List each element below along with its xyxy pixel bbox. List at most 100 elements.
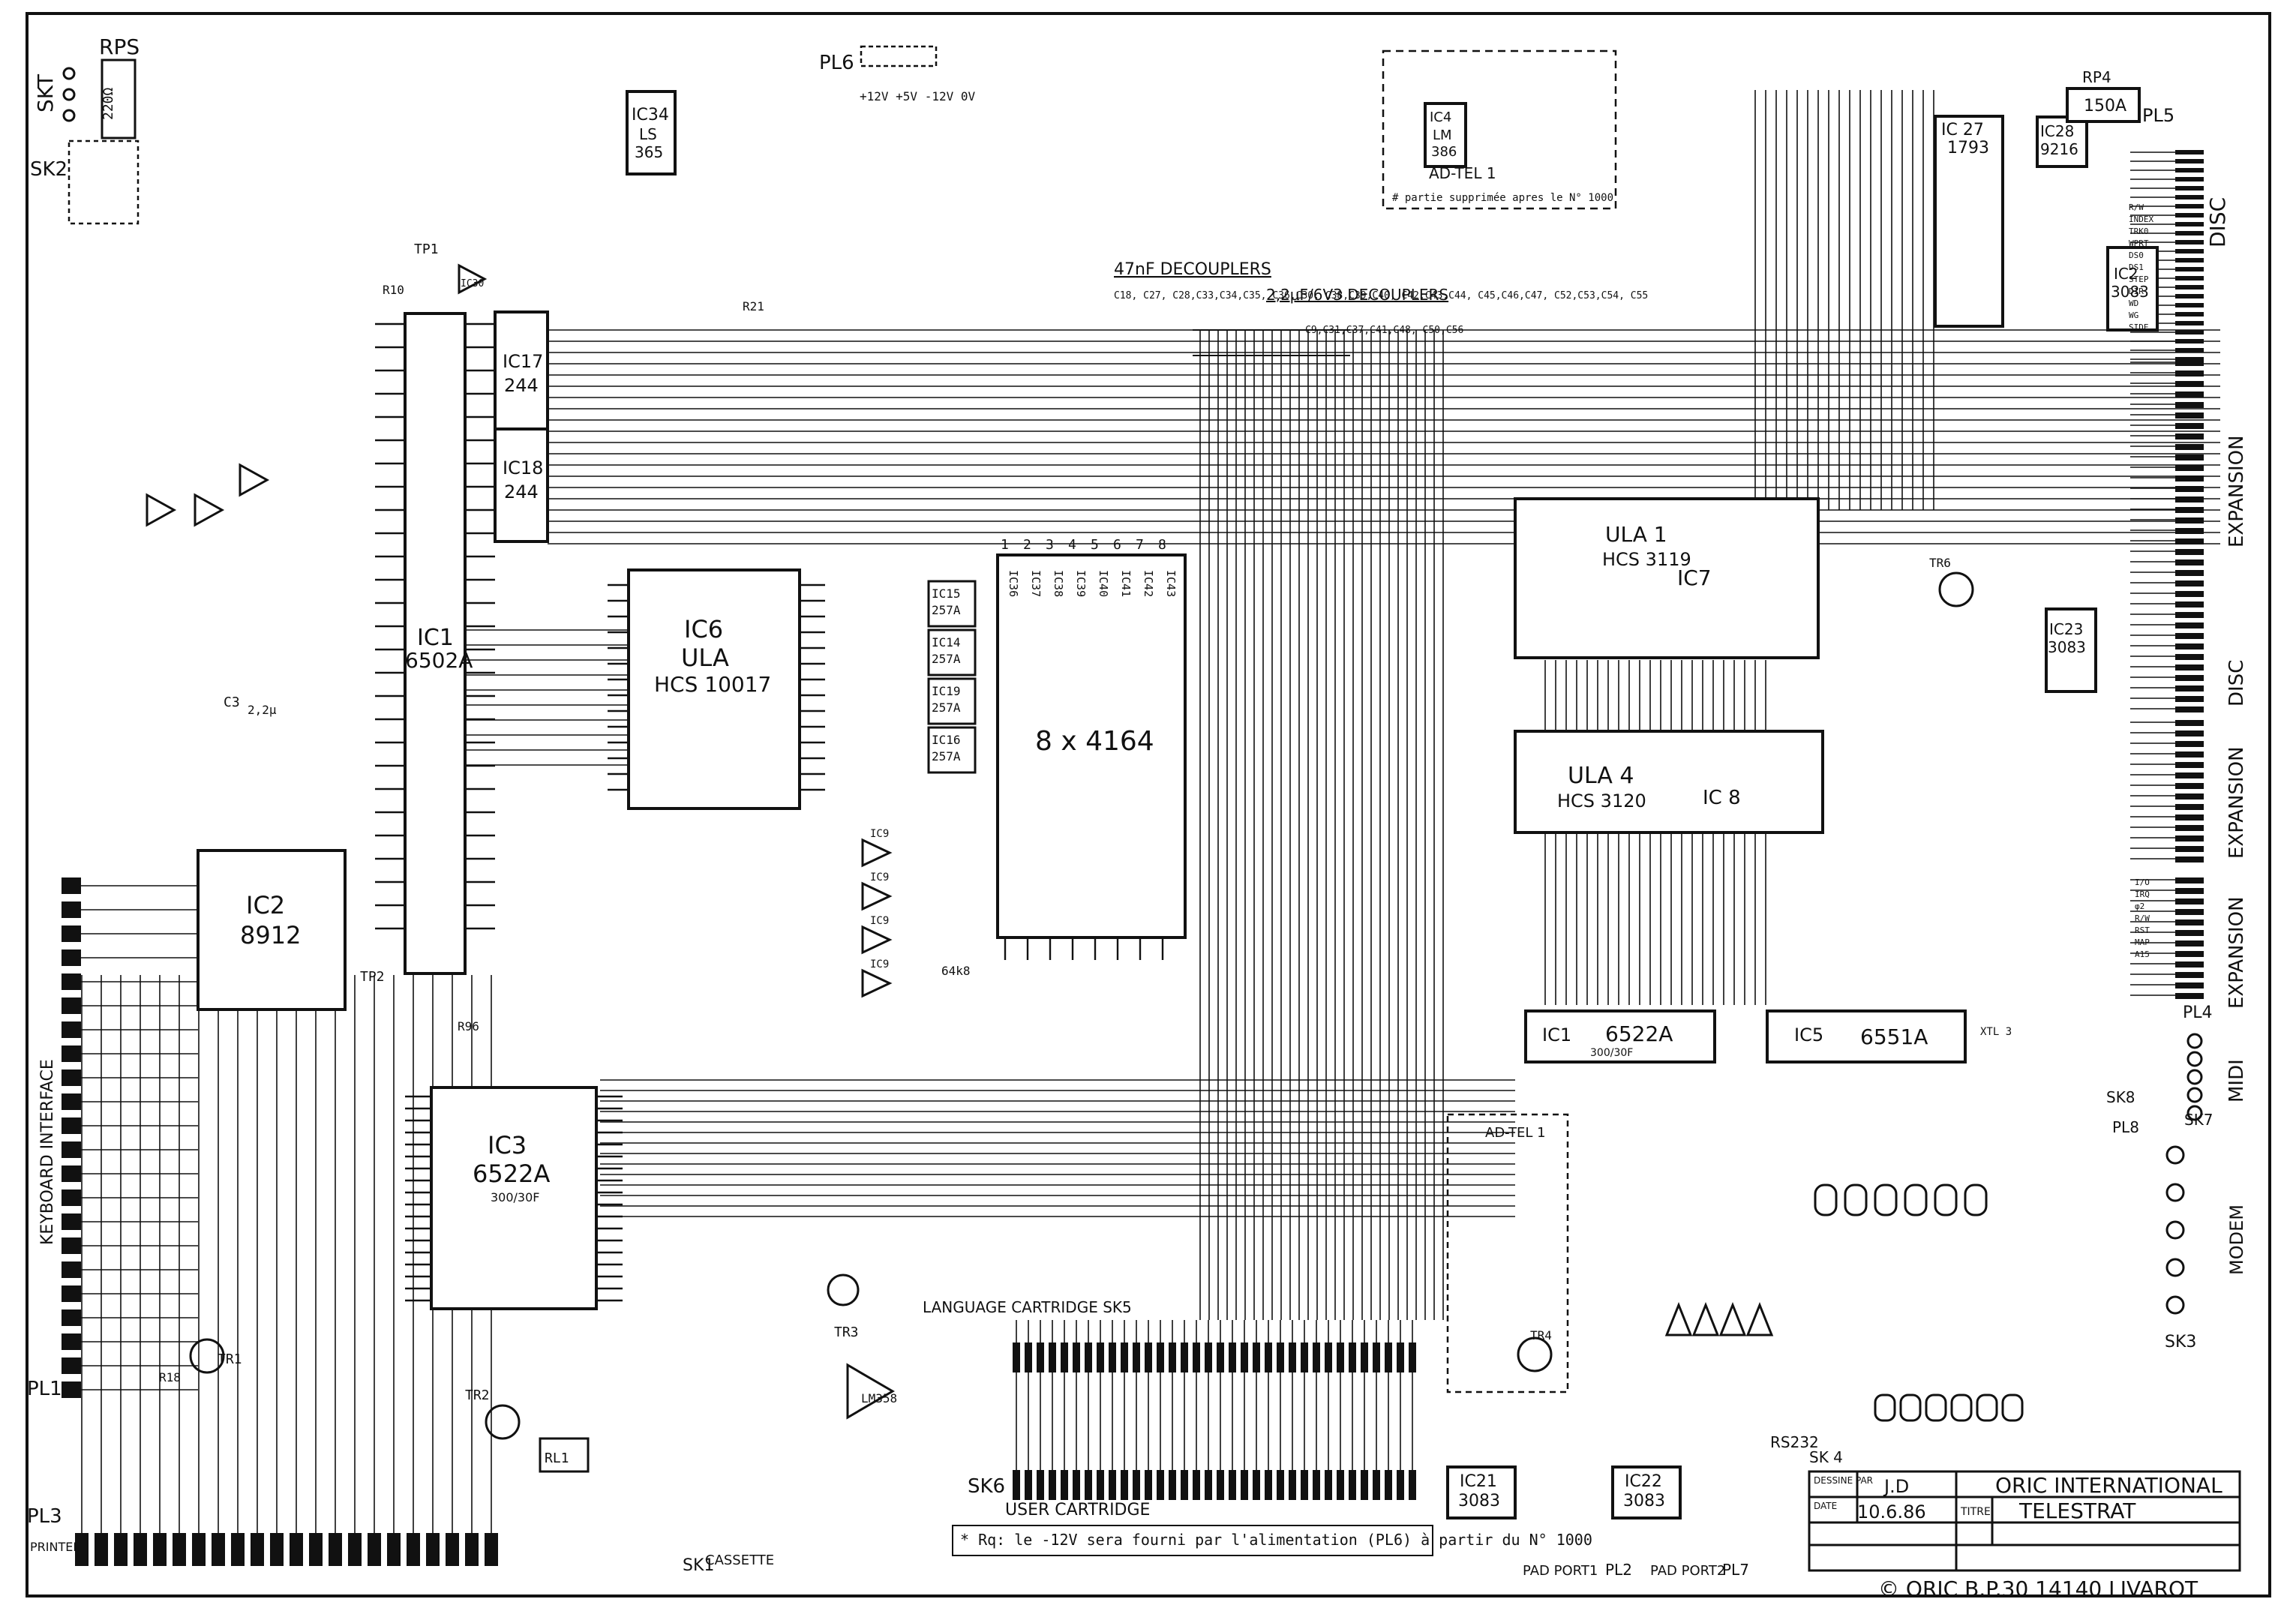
sk6-pin <box>1205 1470 1212 1500</box>
printer-pin <box>134 1533 147 1566</box>
sk6-pin <box>1373 1470 1380 1500</box>
tb-titre: TELESTRAT <box>2018 1498 2136 1523</box>
svg-text:SK8: SK8 <box>2106 1088 2135 1106</box>
expansion-pin <box>2175 825 2204 831</box>
printer-pin <box>465 1533 479 1566</box>
pl5-pin-label: TRK0 <box>2129 226 2149 236</box>
interface-gates <box>1664 1184 2024 1422</box>
pl4-pin <box>2175 930 2204 936</box>
mux-ref: IC19 <box>932 684 961 698</box>
svg-text:3083: 3083 <box>1623 1492 1665 1510</box>
pl4-pin-label: IRQ <box>2135 890 2150 899</box>
sk6-pin <box>1145 1470 1152 1500</box>
printer-pin <box>270 1533 284 1566</box>
ic28-9216: IC28 9216 <box>2036 116 2088 168</box>
ram-column-number: 2 <box>1023 537 1031 553</box>
ic1-6522a-second-via: IC1 6522A 300/30F <box>1524 1010 1716 1064</box>
svg-text:2,2µF/6V3 DECOUPLERS: 2,2µF/6V3 DECOUPLERS <box>1266 286 1448 304</box>
svg-text:6551A: 6551A <box>1860 1024 1928 1049</box>
ic18-244-buffer: IC18 244 <box>494 428 549 543</box>
ic23-3083-disc-select: IC23 3083 <box>2045 608 2097 693</box>
pl1-pin <box>62 974 81 990</box>
svg-text:IC5: IC5 <box>1794 1024 1823 1046</box>
sk5-pin <box>1205 1342 1212 1372</box>
svg-text:6522A: 6522A <box>1605 1022 1673 1046</box>
svg-text:8 x 4164: 8 x 4164 <box>1035 726 1154 757</box>
svg-text:6522A: 6522A <box>473 1160 550 1188</box>
expansion-pin <box>2175 720 2204 726</box>
svg-text:PL8: PL8 <box>2112 1118 2139 1136</box>
line-driver <box>1664 1301 1693 1336</box>
sk5-pin <box>1061 1342 1068 1372</box>
cassette-circuit: TR3 LM358 TR2 RL1 TR1 R18 <box>159 1274 897 1473</box>
sk6-pin <box>1193 1470 1200 1500</box>
modem-jack-pin <box>2165 1295 2185 1315</box>
svg-text:IC7: IC7 <box>1677 566 1712 590</box>
svg-text:HCS 3119: HCS 3119 <box>1602 549 1691 570</box>
sk5-pin <box>1193 1342 1200 1372</box>
svg-text:HCS 3120: HCS 3120 <box>1557 790 1646 812</box>
svg-text:TP1: TP1 <box>414 242 439 257</box>
expansion-pin <box>2175 549 2204 555</box>
svg-text:3083: 3083 <box>2048 638 2086 656</box>
sk5-pin <box>1049 1342 1056 1372</box>
ram-chip-ref: IC38 <box>1052 570 1065 597</box>
pl1-pin <box>62 1286 81 1302</box>
svg-text:IC18: IC18 <box>503 458 543 478</box>
pl1-pin <box>62 1190 81 1206</box>
svg-text:IC21: IC21 <box>1460 1472 1497 1491</box>
sk6-pin <box>1277 1470 1284 1500</box>
ram-column-number: 7 <box>1136 537 1144 553</box>
mux-ref: IC14 <box>932 635 961 650</box>
mux-part: 257A <box>932 700 961 715</box>
pl4-pin <box>2175 962 2204 968</box>
sk5-pin <box>1409 1342 1416 1372</box>
expansion-pin <box>2175 454 2204 460</box>
svg-text:LM: LM <box>1433 128 1452 143</box>
svg-text:HCS 10017: HCS 10017 <box>654 672 771 697</box>
pl1-pin <box>62 1358 81 1374</box>
svg-text:PL6: PL6 <box>819 52 854 74</box>
ic5-6551a-acia: IC5 6551A <box>1766 1010 1967 1064</box>
sk6-pin <box>1169 1470 1176 1500</box>
pl5-pin <box>2175 357 2204 362</box>
sk6-pin <box>1385 1470 1392 1500</box>
expansion-pin <box>2175 507 2204 513</box>
modem-jack-pin <box>2165 1183 2185 1202</box>
svg-text:PL3: PL3 <box>27 1505 62 1528</box>
logic-gate <box>1964 1184 1988 1216</box>
mux-ref: IC16 <box>932 733 961 747</box>
sk5-pin <box>1145 1342 1152 1372</box>
sk6-pin <box>1025 1470 1032 1500</box>
pl1-pin <box>62 1070 81 1086</box>
expansion-pin <box>2175 486 2204 492</box>
modem-jack-pin <box>2165 1258 2185 1277</box>
logic-gate <box>1814 1184 1838 1216</box>
svg-text:150A: 150A <box>2084 97 2126 116</box>
ram-chip-ref: IC36 <box>1007 570 1020 597</box>
midi-jack-pin <box>2186 1051 2203 1067</box>
svg-text:LS: LS <box>639 125 657 143</box>
expansion-pin <box>2175 752 2204 758</box>
svg-text:IC 8: IC 8 <box>1703 787 1741 809</box>
sk6-pin <box>1313 1470 1320 1500</box>
sk6-pin <box>1133 1470 1140 1500</box>
mux-chip <box>927 628 977 676</box>
sk6-pin <box>1409 1470 1416 1500</box>
sk5-pin <box>1085 1342 1092 1372</box>
sk5-pin <box>1169 1342 1176 1372</box>
pl5-pin-label: INDEX <box>2129 214 2153 224</box>
sk5-pin <box>1157 1342 1164 1372</box>
pl4-pin <box>2175 982 2204 988</box>
title-block: DESSINE PAR J.D ORIC INTERNATIONAL DATE … <box>1808 1470 2241 1572</box>
pl5-pin <box>2175 195 2204 200</box>
pl5-pin-label: WG <box>2129 310 2138 320</box>
pl1-pin <box>62 902 81 918</box>
pl4-pin <box>2175 878 2204 884</box>
svg-text:MODEM: MODEM <box>2226 1204 2247 1275</box>
svg-text:EXPANSION: EXPANSION <box>2225 746 2248 859</box>
pl5-pin-label: WPRT <box>2129 238 2149 248</box>
mux-chip <box>927 726 977 774</box>
pl4-pin-label: I/O <box>2135 878 2150 887</box>
svg-text:R18: R18 <box>159 1370 181 1384</box>
